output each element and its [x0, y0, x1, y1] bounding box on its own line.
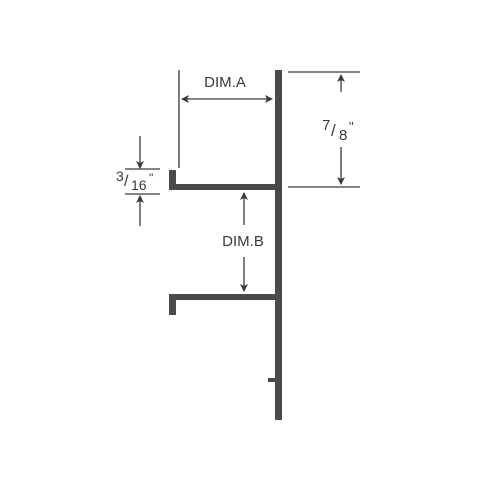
upper-flange	[169, 184, 279, 190]
lower-flange-lip	[169, 294, 176, 315]
height-slash: /	[331, 121, 336, 140]
height-unit: "	[349, 119, 354, 134]
lip-denominator: 16	[131, 177, 147, 193]
vertical-web	[275, 70, 282, 420]
bottom-notch	[268, 378, 275, 382]
dim-a-label: DIM.A	[204, 74, 246, 91]
lip-unit: "	[149, 171, 153, 185]
height-numerator: 7	[322, 117, 330, 134]
upper-flange-lip	[169, 170, 176, 190]
height-label: 7 / 8 "	[322, 117, 354, 144]
height-dimension	[288, 71, 360, 188]
lip-slash: /	[124, 173, 129, 190]
height-denominator: 8	[339, 127, 347, 144]
lip-label: 3 / 16 "	[116, 168, 153, 193]
dim-a-dimension	[178, 70, 273, 168]
lower-flange	[169, 294, 279, 300]
dim-b-label: DIM.B	[222, 233, 264, 250]
lip-numerator: 3	[116, 168, 124, 184]
extrusion-profile	[169, 70, 282, 420]
lip-dimension	[125, 136, 160, 226]
